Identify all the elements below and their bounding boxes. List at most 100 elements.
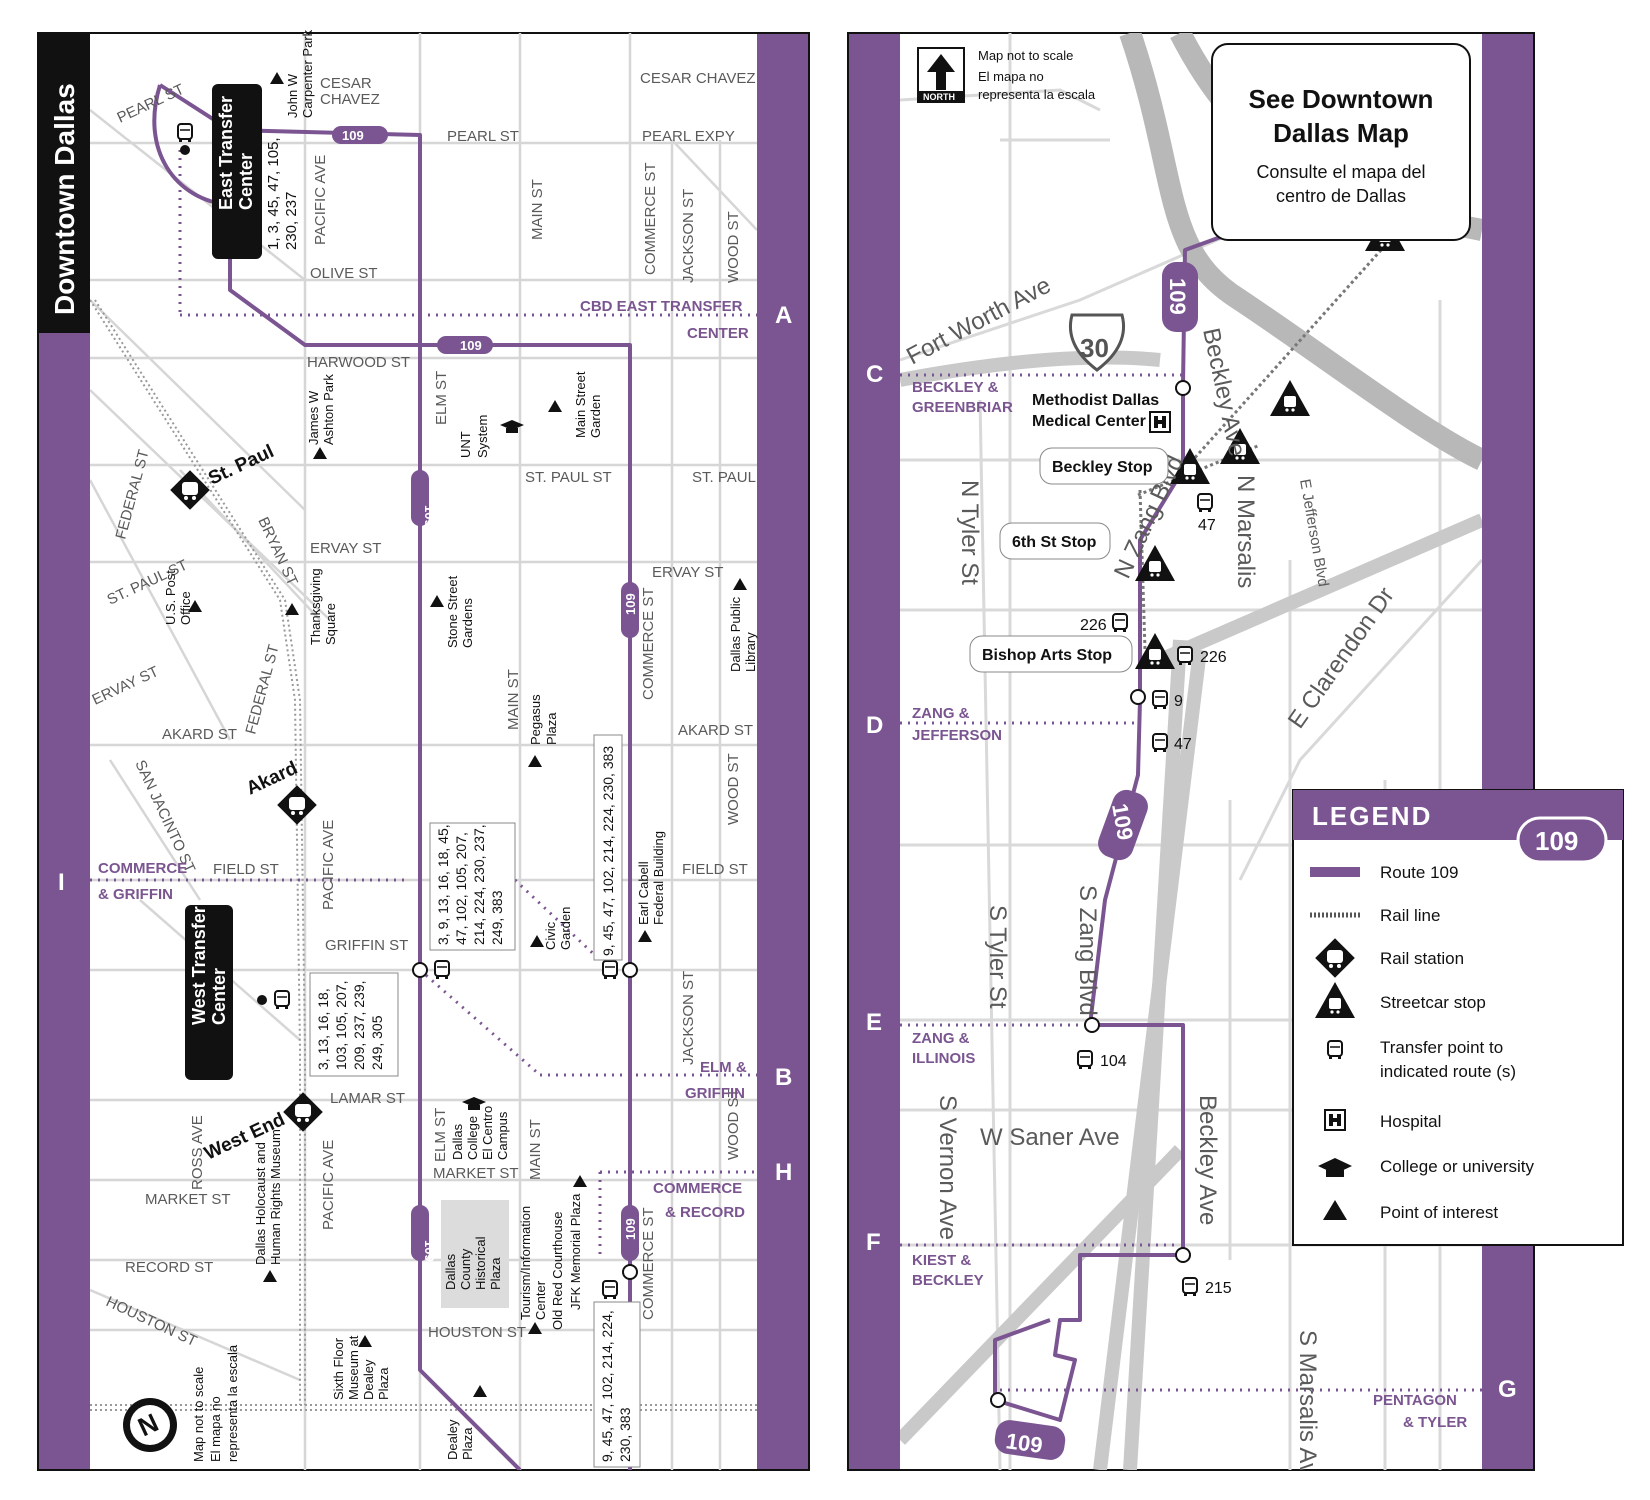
streetcar-stop-callouts: Beckley Stop 6th St Stop Bishop Arts Sto… (969, 447, 1169, 673)
svg-text:CBD EAST TRANSFER: CBD EAST TRANSFER (580, 298, 743, 315)
svg-text:Plaza: Plaza (488, 1257, 503, 1290)
svg-text:109: 109 (342, 128, 364, 143)
svg-text:214, 224, 230, 237,: 214, 224, 230, 237, (471, 824, 487, 945)
svg-text:Beckley Stop: Beckley Stop (1052, 459, 1153, 476)
svg-text:WOOD ST: WOOD ST (725, 753, 742, 825)
grid-letter: A (775, 302, 792, 329)
svg-text:Earl Cabell: Earl Cabell (636, 861, 651, 925)
left-north-arrow: N (123, 1398, 177, 1452)
svg-text:CHAVEZ: CHAVEZ (320, 91, 380, 108)
svg-text:ILLINOIS: ILLINOIS (912, 1050, 975, 1067)
left-rail-line (90, 299, 757, 1411)
bus-icon (1177, 646, 1193, 666)
right-route-shields: 109 109 109 (994, 262, 1198, 1460)
svg-text:OLIVE ST: OLIVE ST (310, 265, 378, 282)
poi-icon (1323, 1200, 1347, 1220)
svg-text:FEDERAL ST: FEDERAL ST (112, 448, 152, 541)
svg-text:Garden: Garden (588, 395, 603, 438)
svg-text:West Transfer: West Transfer (189, 906, 209, 1025)
svg-text:Center: Center (236, 153, 256, 210)
grid-letter: C (866, 361, 883, 388)
svg-text:Plaza: Plaza (376, 1367, 391, 1400)
svg-text:indicated route (s): indicated route (s) (1380, 1062, 1516, 1081)
svg-text:249, 383: 249, 383 (489, 890, 505, 945)
svg-text:ELM &: ELM & (700, 1059, 747, 1076)
grid-letter: H (775, 1159, 792, 1186)
grid-letter: I (58, 869, 65, 896)
svg-text:ERVAY ST: ERVAY ST (652, 564, 723, 581)
svg-text:KIEST &: KIEST & (912, 1252, 971, 1269)
svg-text:215: 215 (1205, 1280, 1232, 1297)
svg-text:CESAR CHAVEZ: CESAR CHAVEZ (640, 70, 756, 87)
bus-icon (602, 960, 618, 980)
svg-text:Civic: Civic (543, 921, 558, 950)
svg-text:GRIFFIN ST: GRIFFIN ST (325, 937, 408, 954)
svg-text:ELM ST: ELM ST (432, 1108, 449, 1162)
svg-text:N Tyler St: N Tyler St (956, 480, 983, 585)
svg-text:103, 105, 207,: 103, 105, 207, (333, 980, 349, 1070)
see-downtown-map-link[interactable]: See Downtown Dallas Map Consulte el mapa… (1211, 43, 1471, 241)
svg-text:209, 237, 239,: 209, 237, 239, (351, 980, 367, 1070)
svg-text:Dallas Public: Dallas Public (728, 596, 743, 672)
grid-letter: G (1498, 1376, 1517, 1403)
svg-text:John W: John W (285, 73, 300, 118)
north-arrow-icon: NORTH (917, 47, 965, 103)
svg-text:Transfer point to: Transfer point to (1380, 1038, 1503, 1057)
svg-text:AKARD ST: AKARD ST (162, 726, 237, 743)
svg-text:9, 45, 47, 102, 214, 224,: 9, 45, 47, 102, 214, 224, (599, 1310, 615, 1462)
svg-text:Garden: Garden (558, 907, 573, 950)
svg-text:James W: James W (306, 390, 321, 445)
left-street-labels: PEARL ST CESAR CHAVEZ CESAR CHAVEZ PEARL… (90, 70, 756, 1350)
svg-text:GREENBRIAR: GREENBRIAR (912, 399, 1013, 416)
svg-text:Stone Street: Stone Street (445, 575, 460, 648)
svg-text:Main Street: Main Street (573, 371, 588, 438)
svg-text:Dallas Holocaust and: Dallas Holocaust and (253, 1142, 268, 1265)
svg-text:230, 237: 230, 237 (283, 192, 300, 250)
svg-text:MAIN ST: MAIN ST (505, 669, 522, 730)
svg-text:COMMERCE ST: COMMERCE ST (642, 163, 659, 276)
svg-text:SAN JACINTO ST: SAN JACINTO ST (131, 758, 198, 876)
svg-text:PEARL ST: PEARL ST (115, 81, 187, 127)
svg-text:FIELD ST: FIELD ST (213, 861, 279, 878)
scale-note: El mapa no (208, 1396, 223, 1462)
scale-note: representa la escala (978, 87, 1096, 102)
svg-text:249, 305: 249, 305 (369, 1015, 385, 1070)
svg-text:NORTH: NORTH (923, 92, 955, 102)
svg-text:COMMERCE: COMMERCE (98, 860, 187, 877)
svg-text:Carpenter Park: Carpenter Park (300, 29, 315, 118)
poi-icons (188, 72, 747, 1397)
svg-text:ELM ST: ELM ST (433, 371, 450, 425)
svg-text:AKARD ST: AKARD ST (678, 722, 753, 739)
svg-text:Dallas: Dallas (443, 1253, 458, 1290)
svg-text:centro de Dallas: centro de Dallas (1276, 186, 1406, 206)
svg-text:Office: Office (178, 591, 193, 625)
bus-icon (1327, 1040, 1343, 1060)
svg-text:CESAR: CESAR (320, 75, 372, 92)
svg-text:Streetcar stop: Streetcar stop (1380, 993, 1486, 1012)
svg-text:E Jefferson Blvd: E Jefferson Blvd (1296, 478, 1332, 588)
hospital-icon (1149, 411, 1171, 433)
svg-text:MARKET ST: MARKET ST (145, 1191, 231, 1208)
route-box-3: 3, 13, 16, 18, 103, 105, 207, 209, 237, … (309, 972, 399, 1077)
svg-text:County: County (458, 1248, 473, 1290)
svg-text:FEDERAL ST: FEDERAL ST (242, 643, 282, 736)
svg-text:COMMERCE ST: COMMERCE ST (640, 1208, 657, 1321)
grid-letter: B (775, 1064, 792, 1091)
svg-text:9: 9 (1174, 693, 1183, 710)
svg-text:Dallas Map: Dallas Map (1273, 118, 1409, 148)
svg-text:Dealey: Dealey (445, 1419, 460, 1460)
svg-text:PEARL EXPY: PEARL EXPY (642, 128, 735, 145)
svg-text:109: 109 (460, 338, 482, 353)
svg-text:College or university: College or university (1380, 1157, 1535, 1176)
svg-text:Old Red Courthouse: Old Red Courthouse (550, 1211, 565, 1330)
svg-text:Thanksgiving: Thanksgiving (308, 568, 323, 645)
right-transfer-labels: 47 226 226 9 47 104 215 (1080, 517, 1232, 1297)
svg-text:ROSS AVE: ROSS AVE (189, 1115, 206, 1190)
svg-text:109: 109 (1004, 1428, 1044, 1458)
svg-text:PACIFIC AVE: PACIFIC AVE (320, 1140, 337, 1230)
legend-title: LEGEND (1312, 801, 1432, 831)
svg-text:6th St Stop: 6th St Stop (1012, 534, 1097, 551)
right-timepoint-links (900, 373, 1482, 1392)
svg-text:LAMAR ST: LAMAR ST (330, 1090, 405, 1107)
svg-text:230, 383: 230, 383 (617, 1407, 633, 1462)
